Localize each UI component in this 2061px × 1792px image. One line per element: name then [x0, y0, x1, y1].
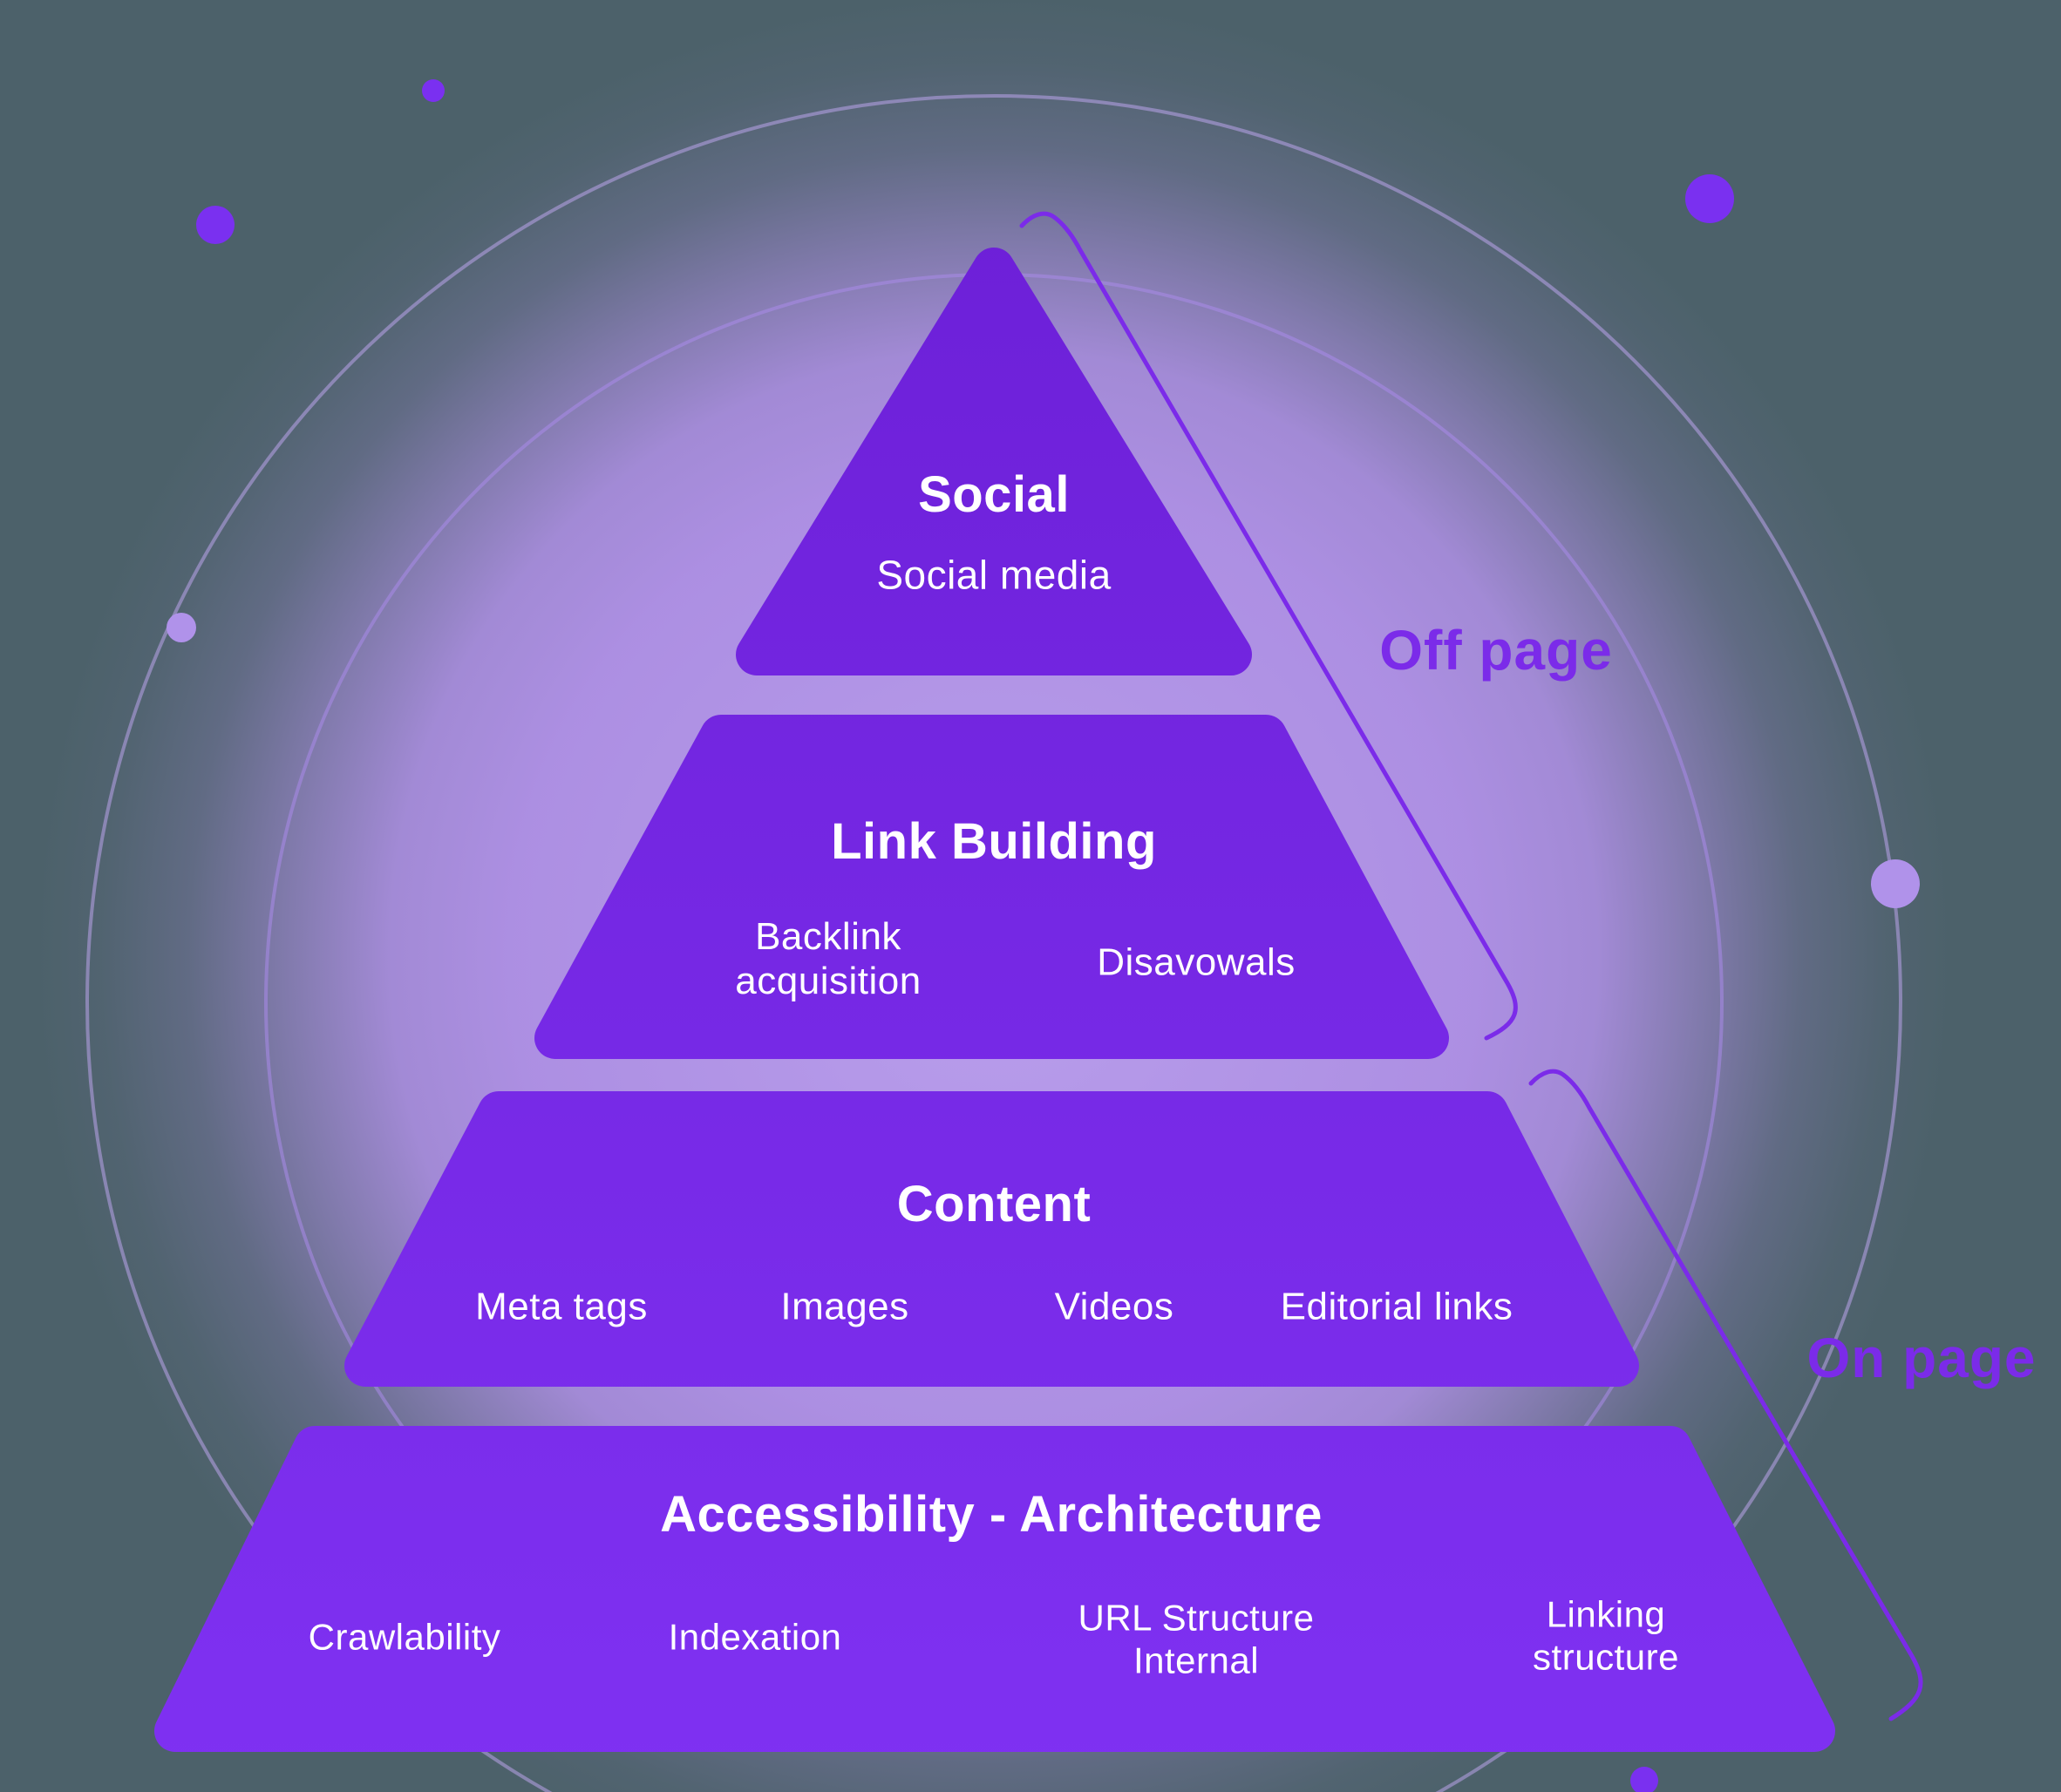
decorative-dot [1871, 859, 1920, 908]
level-title-accessibility-architecture: Accessibility - Architecture [660, 1486, 1323, 1543]
decorative-dot [167, 613, 196, 642]
decorative-dot [1685, 174, 1734, 223]
level-item-meta-tags: Meta tags [475, 1285, 648, 1328]
level-item-indexation: Indexation [668, 1616, 842, 1658]
pyramid [154, 248, 1835, 1752]
level-item-editorial-links: Editorial links [1280, 1285, 1513, 1328]
pyramid-level-content [344, 1091, 1639, 1387]
level-title-link-building: Link Building [831, 813, 1157, 870]
pyramid-level-accessibility [154, 1426, 1835, 1752]
off-page-bracket-line [1019, 211, 1518, 1041]
decorative-dot [1630, 1767, 1658, 1792]
level-item-social-media: Social media [876, 552, 1112, 598]
decorative-dots [167, 79, 1920, 1792]
level-item-linking-structure: Linking structure [1533, 1593, 1679, 1677]
pyramid-level-social [736, 248, 1252, 675]
level-title-content: Content [896, 1176, 1092, 1232]
level-title-social: Social [918, 466, 1070, 523]
level-item-images: Images [780, 1285, 909, 1328]
off-page-label: Off page [1379, 618, 1613, 682]
decorative-dot [422, 79, 445, 102]
on-page-bracket-line [1528, 1069, 1923, 1721]
level-item-disavowals: Disavowals [1097, 940, 1296, 984]
level-item-videos: Videos [1054, 1285, 1174, 1328]
on-page-label: On page [1806, 1326, 2037, 1389]
decorative-dot [196, 206, 235, 244]
level-item-url-structure-internal: URL Structure Internal [1078, 1597, 1315, 1680]
pyramid-level-link-building [534, 715, 1449, 1059]
level-item-crawlability: Crawlability [308, 1616, 501, 1658]
level-item-backlink-acquisition: Backlink acquisition [735, 914, 922, 1002]
decorative-ring-outer [85, 94, 1902, 1792]
